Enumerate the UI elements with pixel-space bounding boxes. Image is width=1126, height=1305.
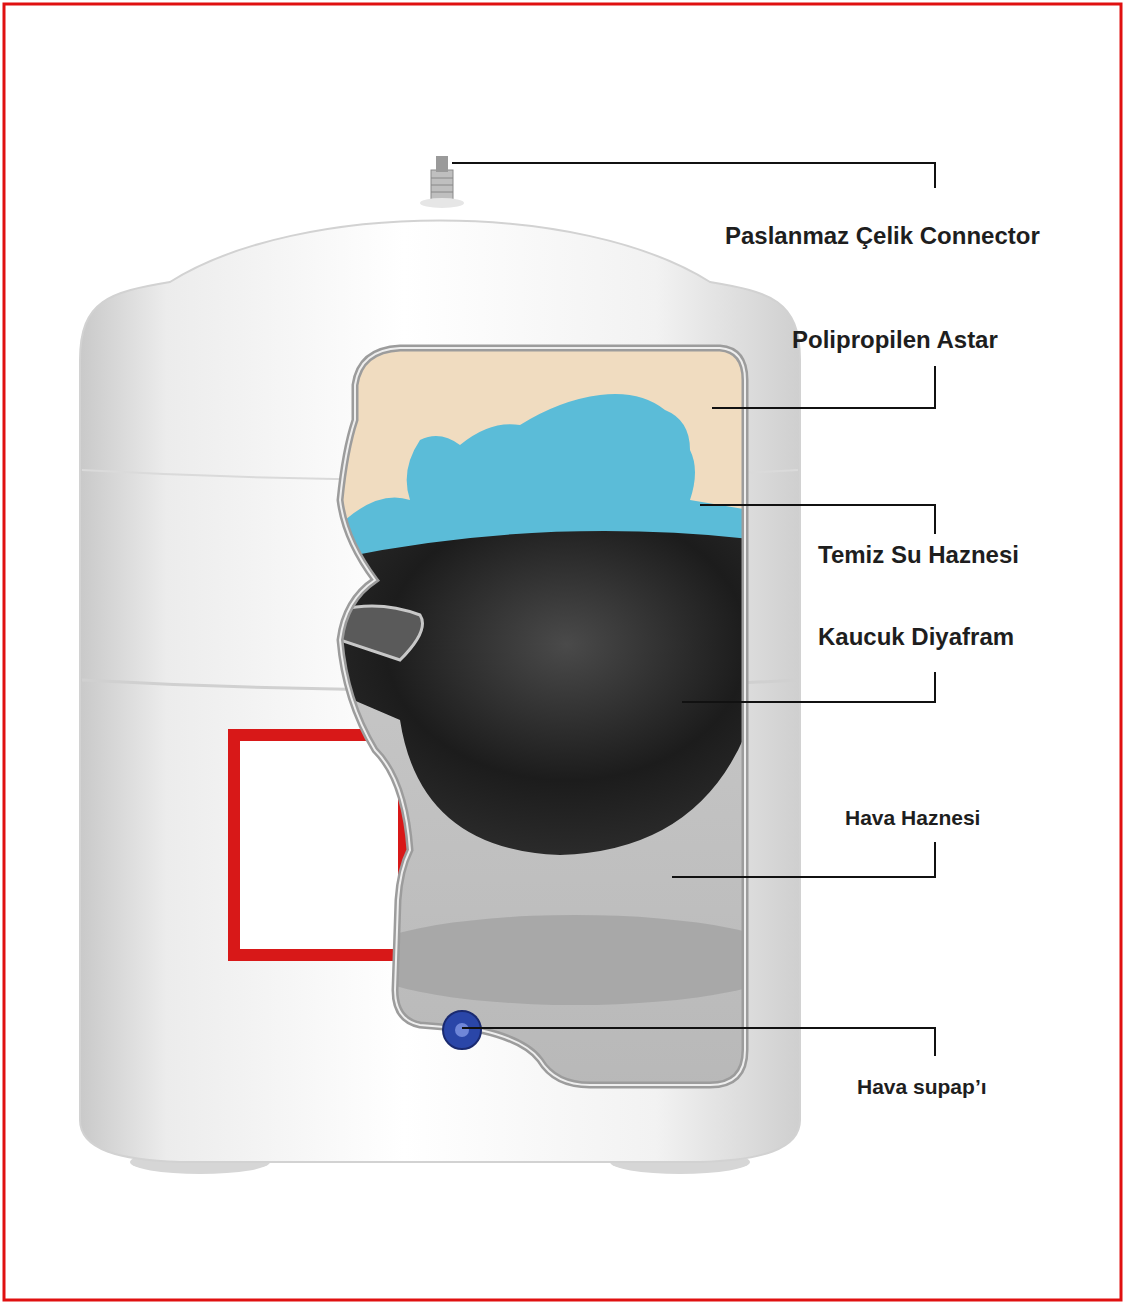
cut-edge-highlight bbox=[340, 348, 745, 1085]
cutaway bbox=[330, 340, 795, 1100]
part-label: Kaucuk Diyafram bbox=[818, 625, 1014, 649]
part-label: Polipropilen Astar bbox=[792, 328, 998, 352]
sticker bbox=[234, 735, 404, 955]
cut-edge bbox=[340, 348, 745, 1085]
part-label: Temiz Su Haznesi bbox=[818, 543, 1019, 567]
frame bbox=[4, 4, 1121, 1300]
connector-thread bbox=[431, 178, 453, 192]
connector-base bbox=[420, 198, 464, 208]
part-label: Hava Haznesi bbox=[845, 807, 980, 828]
part-label: Paslanmaz Çelik Connector bbox=[725, 224, 1040, 248]
steel-connector bbox=[431, 170, 453, 200]
air-valve-core bbox=[455, 1023, 469, 1037]
steel-connector bbox=[436, 156, 448, 172]
tank-body bbox=[80, 221, 800, 1163]
air-valve bbox=[443, 1011, 481, 1049]
leader-lines bbox=[452, 163, 935, 1056]
part-label: Hava supap’ı bbox=[857, 1076, 987, 1097]
